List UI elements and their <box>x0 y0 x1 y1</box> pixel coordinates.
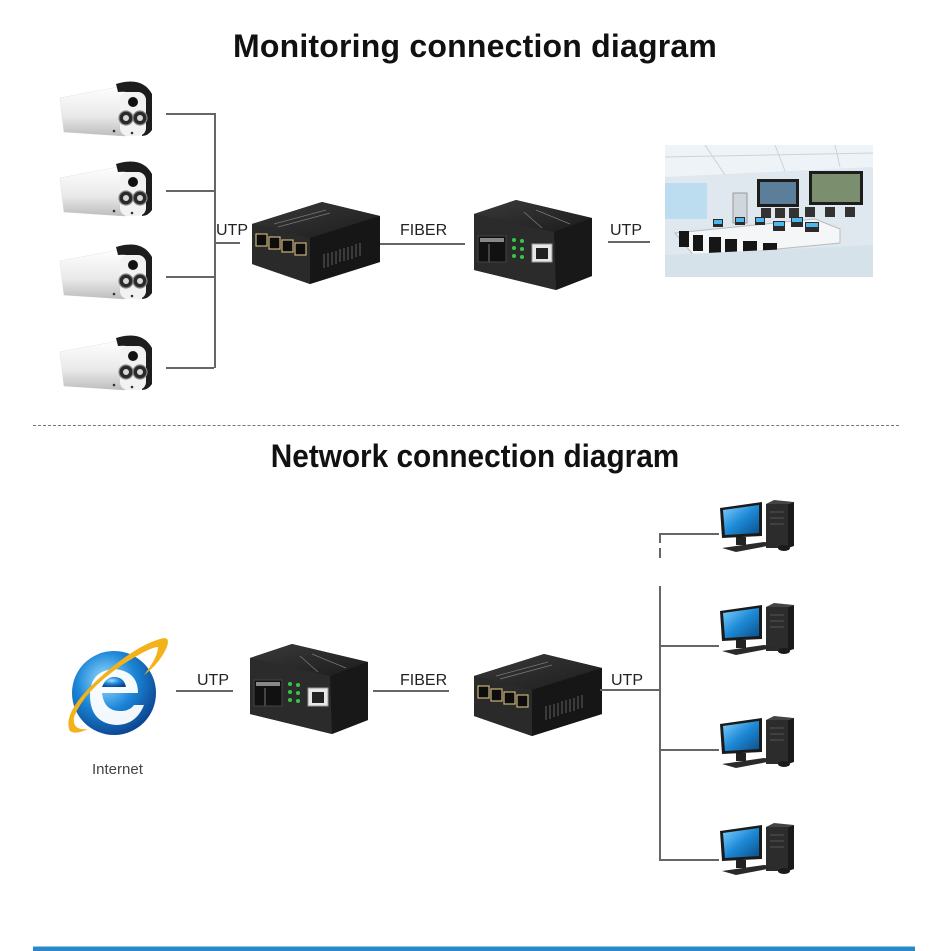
camera-1-icon <box>59 80 153 137</box>
internet-label: Internet <box>92 761 143 778</box>
media-converter-icon <box>473 199 593 291</box>
monitoring-diagram-title: Monitoring connection diagram <box>232 28 718 64</box>
bus-to-switch-link <box>214 242 240 244</box>
pc-bus-dash-segment <box>659 548 661 558</box>
utp-link-room <box>608 241 650 243</box>
camera-4-icon <box>59 334 153 391</box>
pc-bus-line <box>659 586 661 860</box>
camera-bus-line <box>214 113 216 368</box>
fiber-link-monitoring <box>380 243 465 245</box>
desktop-pc-3-icon <box>719 715 795 769</box>
bottom-accent-bar <box>33 946 915 951</box>
desktop-pc-4-icon <box>719 822 795 876</box>
utp-link-pcs <box>600 689 660 691</box>
pc-bus-top-segment <box>659 533 661 543</box>
camera-2-icon <box>59 160 153 217</box>
camera-3-icon <box>59 243 153 300</box>
pc-4-link <box>659 859 719 861</box>
utp-label-room: UTP <box>610 222 642 239</box>
desktop-pc-2-icon <box>719 602 795 656</box>
pc-2-link <box>659 645 719 647</box>
network-diagram-title: Network connection diagram <box>270 438 680 474</box>
section-divider <box>33 425 899 426</box>
utp-label-pcs: UTP <box>611 672 643 689</box>
desktop-pc-1-icon <box>719 499 795 553</box>
fiber-label-network: FIBER <box>400 672 448 689</box>
fiber-link-network <box>373 690 449 692</box>
media-converter-icon-2 <box>249 643 369 735</box>
pc-1-link <box>659 533 719 535</box>
utp-label-cameras: UTP <box>216 222 248 239</box>
switch-icon-2 <box>473 653 603 737</box>
camera-1-link <box>166 113 214 115</box>
utp-link-internet <box>176 690 233 692</box>
switch-icon <box>251 201 381 285</box>
utp-label-internet: UTP <box>197 672 229 689</box>
camera-3-link <box>166 276 214 278</box>
internet-explorer-icon <box>68 638 168 735</box>
camera-2-link <box>166 190 214 192</box>
camera-4-link <box>166 367 214 369</box>
monitoring-room-image <box>664 144 874 277</box>
fiber-label-monitoring: FIBER <box>400 222 448 239</box>
pc-3-link <box>659 749 719 751</box>
